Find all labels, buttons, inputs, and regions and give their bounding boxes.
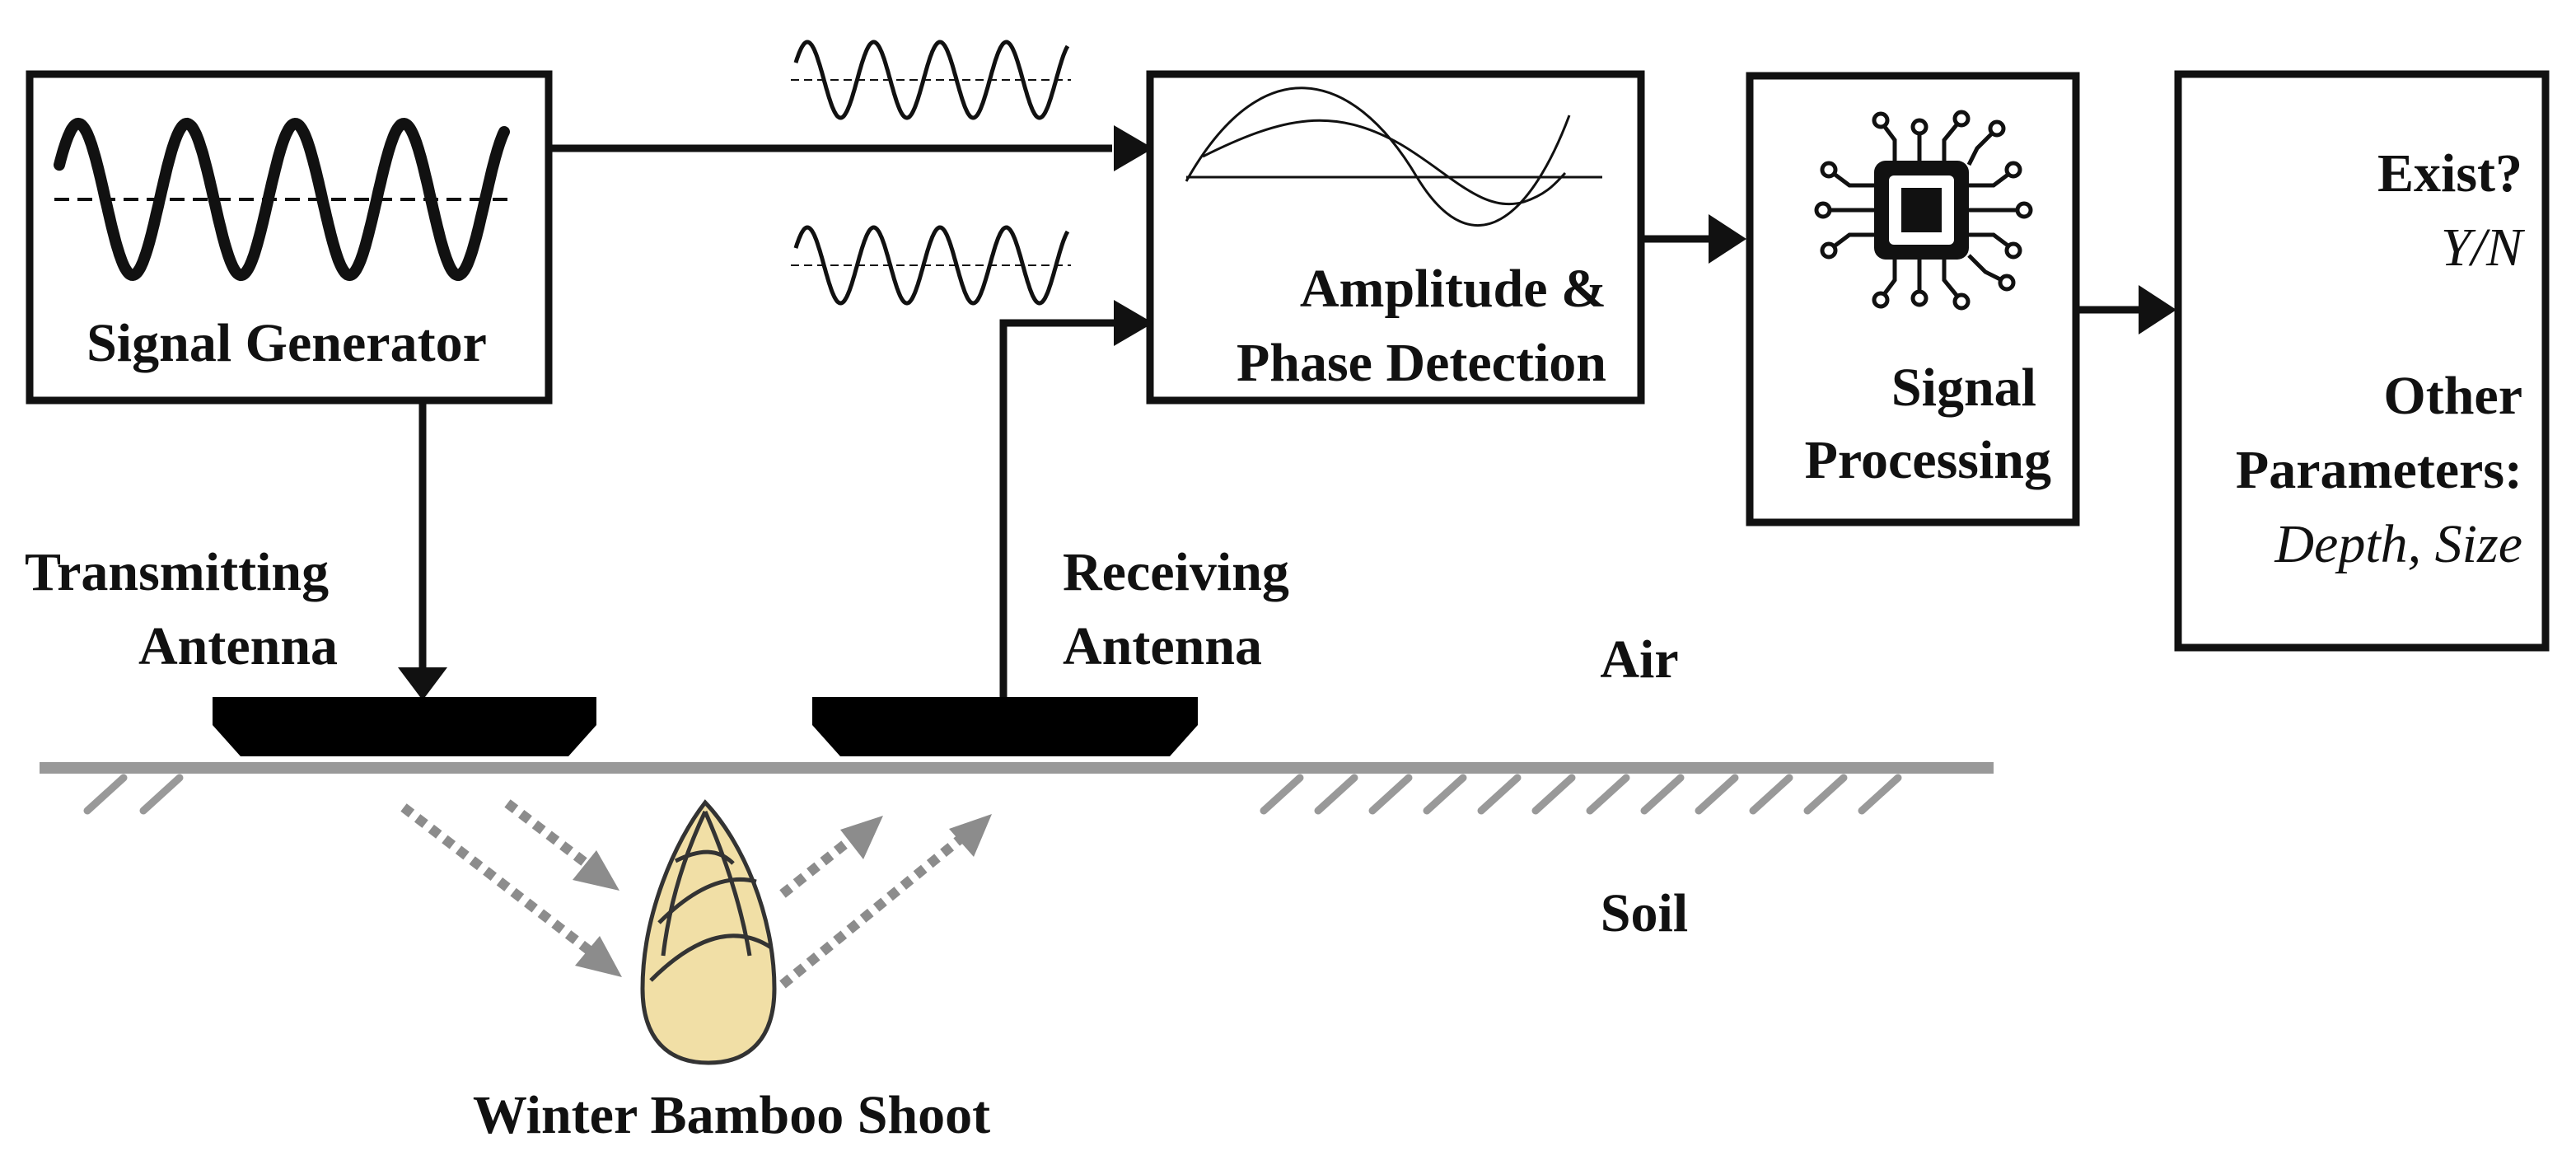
ray-arrowheads [573, 814, 992, 977]
output-exist-label: Exist? [2377, 143, 2522, 204]
reference-signal-icon [791, 40, 1071, 120]
hatch-mark [1586, 774, 1630, 815]
receiving-antenna [812, 697, 1198, 756]
connectors [398, 125, 2176, 700]
signal-generator-block: Signal Generator [26, 70, 553, 405]
processing-label-line1: Signal [1891, 358, 2036, 418]
detection-label-line2: Phase Detection [1237, 333, 1606, 393]
transmitting-antenna [213, 697, 596, 756]
arrowhead [2139, 285, 2176, 335]
hatch-mark [1531, 774, 1576, 815]
sine-wave-icon [793, 40, 1070, 120]
soil-label: Soil [1601, 883, 1688, 943]
hatch-mark [1314, 774, 1358, 815]
output-depth-size-value: Depth, Size [2274, 514, 2522, 574]
winter-bamboo-shoot-label: Winter Bamboo Shoot [473, 1085, 990, 1145]
signal-generator-label: Signal Generator [86, 313, 487, 373]
hatch-mark [1858, 774, 1902, 815]
hatch-mark [1260, 774, 1304, 815]
output-yn-value: Y/N [2441, 218, 2526, 278]
output-other-label: Other [2383, 366, 2522, 426]
arrowhead [398, 667, 447, 700]
detection-wave-2 [1202, 119, 1567, 206]
arrowhead [1114, 125, 1153, 171]
wave-rays [400, 799, 977, 989]
detection-wave-1 [1185, 87, 1571, 227]
soil-hatching [83, 774, 1902, 815]
hatch-mark [1695, 774, 1739, 815]
processing-label-line2: Processing [1805, 430, 2051, 490]
hatch-mark [83, 774, 128, 815]
hatch-mark [1803, 774, 1848, 815]
output-block: Exist? Y/N Other Parameters: Depth, Size [2174, 70, 2550, 652]
receiver-to-detection-arrow [999, 319, 1114, 697]
air-label: Air [1600, 629, 1678, 690]
output-parameters-label: Parameters: [2236, 440, 2522, 500]
hatch-mark [139, 774, 184, 815]
bamboo-shoot-icon [640, 799, 777, 1065]
arrowhead [1709, 214, 1746, 264]
hatch-mark [1477, 774, 1522, 815]
transmitting-antenna-label-line2: Antenna [138, 616, 338, 676]
sine-wave-icon [54, 117, 510, 282]
hatch-mark [1368, 774, 1413, 815]
receiving-antenna-label-line2: Antenna [1063, 616, 1262, 676]
hatch-mark [1423, 774, 1467, 815]
hatch-mark [1749, 774, 1793, 815]
signal-processing-block: Signal Processing [1746, 72, 2080, 526]
detection-label-line1: Amplitude & [1300, 259, 1606, 319]
arrowhead [1114, 300, 1153, 346]
transmitting-antenna-label-line1: Transmitting [25, 542, 329, 602]
received-signal-icon [791, 225, 1071, 306]
sine-wave-icon [793, 225, 1070, 306]
hatch-mark [1640, 774, 1685, 815]
receiving-antenna-label-line1: Receiving [1063, 542, 1289, 602]
chip-icon [1814, 110, 2033, 311]
amplitude-phase-detection-block: Amplitude & Phase Detection [1146, 70, 1645, 405]
